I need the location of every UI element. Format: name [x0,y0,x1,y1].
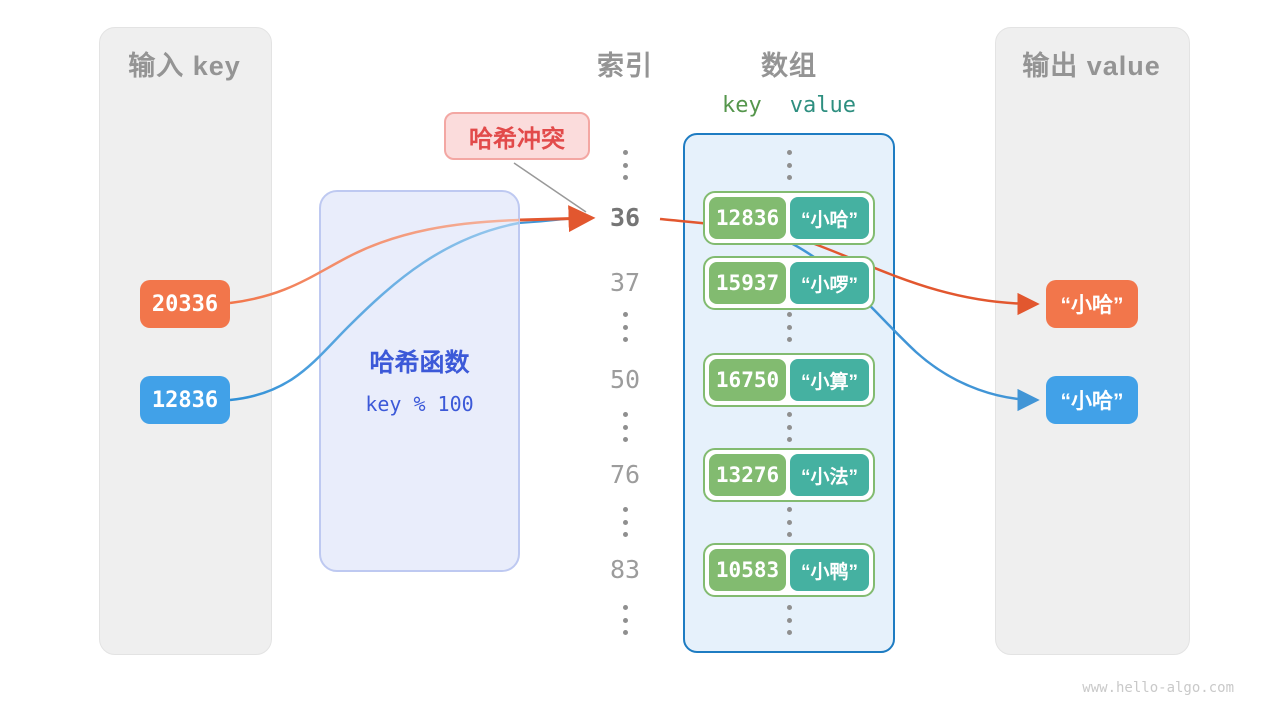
ellipsis-icon [759,412,819,442]
ellipsis-icon [595,312,655,342]
curve-input-blue [229,221,520,402]
bucket-key: 12836 [709,197,787,239]
output-value-blue: “小哈” [1046,376,1138,424]
index-76: 76 [609,460,641,489]
input-key-20336: 20336 [140,280,230,328]
curve-input-orange [229,218,520,305]
bucket-key: 10583 [709,549,787,591]
bucket-row-76: 13276 “小法” [703,448,875,502]
bucket-row-36: 12836 “小哈” [703,191,875,245]
input-key-12836: 12836 [140,376,230,424]
array-key-value-header: key value [683,93,895,118]
array-value-label: value [789,93,856,118]
input-panel [99,27,272,655]
bucket-row-37: 15937 “小啰” [703,256,875,310]
bucket-row-50: 16750 “小算” [703,353,875,407]
index-36: 36 [609,203,641,232]
output-title: 输出 value [1022,51,1161,81]
index-37: 37 [609,268,641,297]
watermark: www.hello-algo.com [1082,680,1234,696]
index-title: 索引 [597,51,653,81]
bucket-key: 13276 [709,454,787,496]
ellipsis-icon [595,150,655,180]
collision-pointer-line [513,162,587,213]
bucket-value: “小鸭” [790,549,869,591]
index-50: 50 [609,365,641,394]
input-title: 输入 key [128,51,241,81]
ellipsis-icon [759,507,819,537]
ellipsis-icon [759,605,819,635]
ellipsis-icon [759,312,819,342]
array-title: 数组 [761,51,817,81]
bucket-value: “小啰” [790,262,869,304]
ellipsis-icon [759,150,819,180]
ellipsis-icon [595,507,655,537]
bucket-key: 16750 [709,359,787,401]
bucket-value: “小哈” [790,197,869,239]
arrow-hash-to-index [519,205,596,233]
hash-collision-label: 哈希冲突 [444,112,590,160]
output-panel [995,27,1190,655]
output-value-orange: “小哈” [1046,280,1138,328]
bucket-value: “小算” [790,359,869,401]
bucket-key: 15937 [709,262,787,304]
ellipsis-icon [595,412,655,442]
array-key-label: key [722,93,762,118]
ellipsis-icon [595,605,655,635]
index-83: 83 [609,555,641,584]
hash-function-name: 哈希函数 [369,349,470,377]
hash-function-formula: key % 100 [365,392,474,416]
bucket-row-83: 10583 “小鸭” [703,543,875,597]
bucket-value: “小法” [790,454,869,496]
